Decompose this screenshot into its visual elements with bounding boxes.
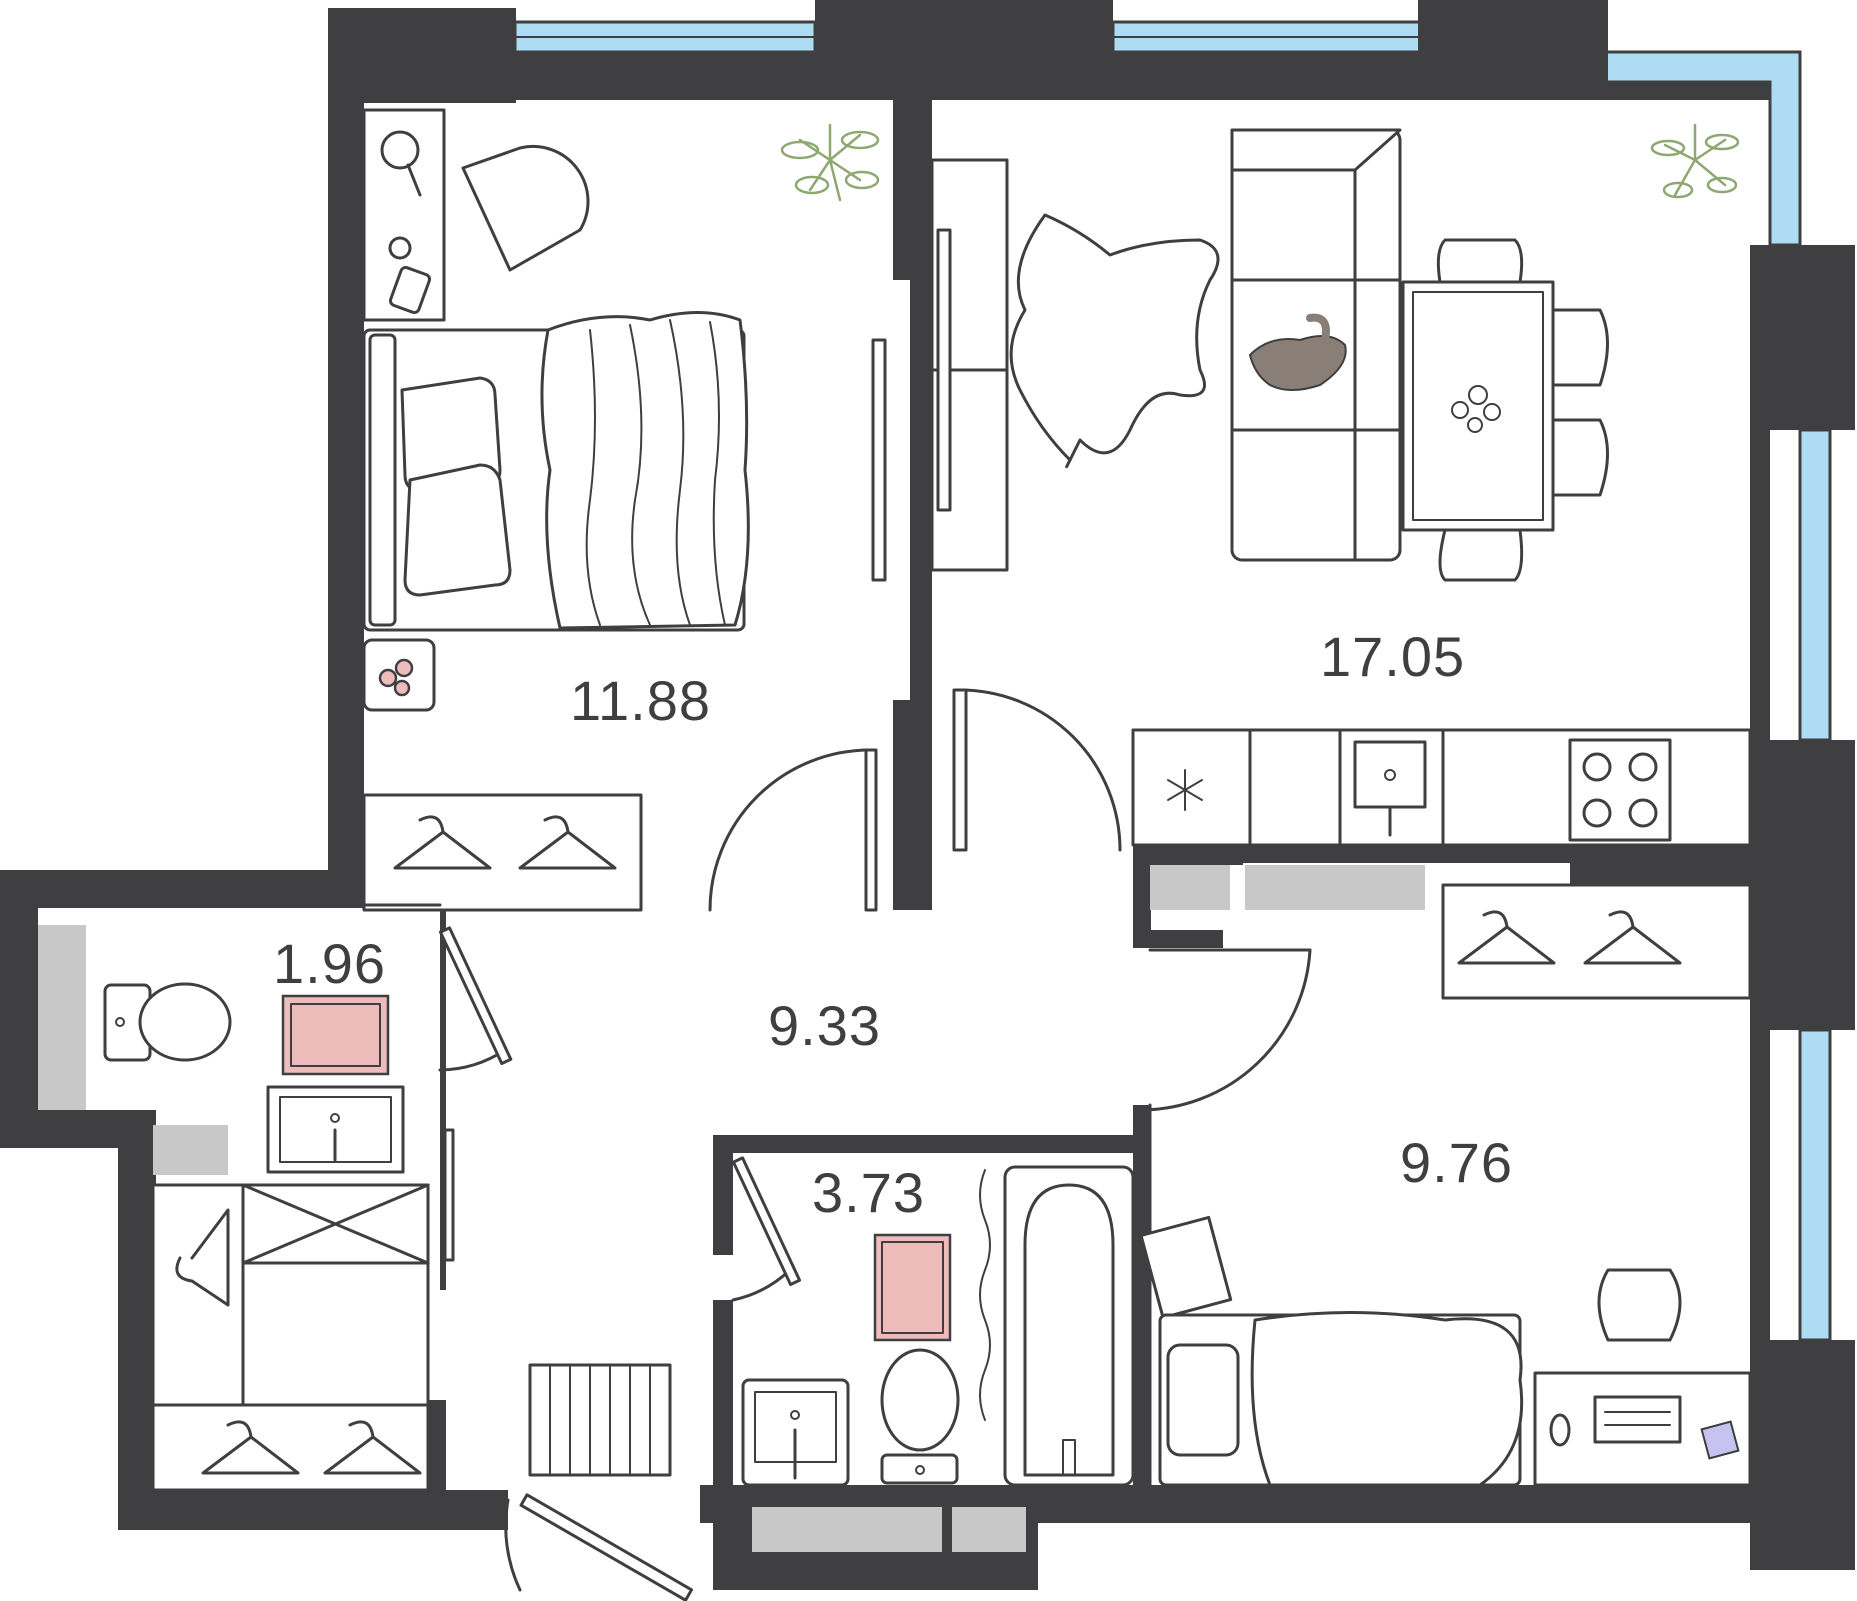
bathroom-furniture [528, 1165, 1135, 1487]
child-room-furniture [1139, 1215, 1752, 1487]
doors [438, 688, 1312, 1601]
area-label-hall: 9.33 [768, 994, 881, 1057]
area-label-wc: 1.96 [273, 932, 386, 995]
cat-icon [1248, 313, 1347, 391]
living-furniture [930, 123, 1740, 842]
area-label-kitchen-living: 17.05 [1320, 625, 1465, 688]
wc-furniture [103, 982, 405, 1174]
windows [513, 20, 1832, 1342]
hanger-icons [175, 815, 1682, 1475]
area-labels: 11.88 17.05 9.33 1.96 3.73 9.76 [273, 625, 1513, 1224]
snowflake-icon [1167, 769, 1203, 811]
shafts [38, 865, 1425, 1552]
bedroom-furniture [362, 108, 887, 712]
area-label-bathroom: 3.73 [812, 1161, 925, 1224]
area-label-bedroom: 11.88 [570, 669, 711, 732]
area-label-child-room: 9.76 [1400, 1131, 1513, 1194]
partitions [98, 728, 1752, 1492]
